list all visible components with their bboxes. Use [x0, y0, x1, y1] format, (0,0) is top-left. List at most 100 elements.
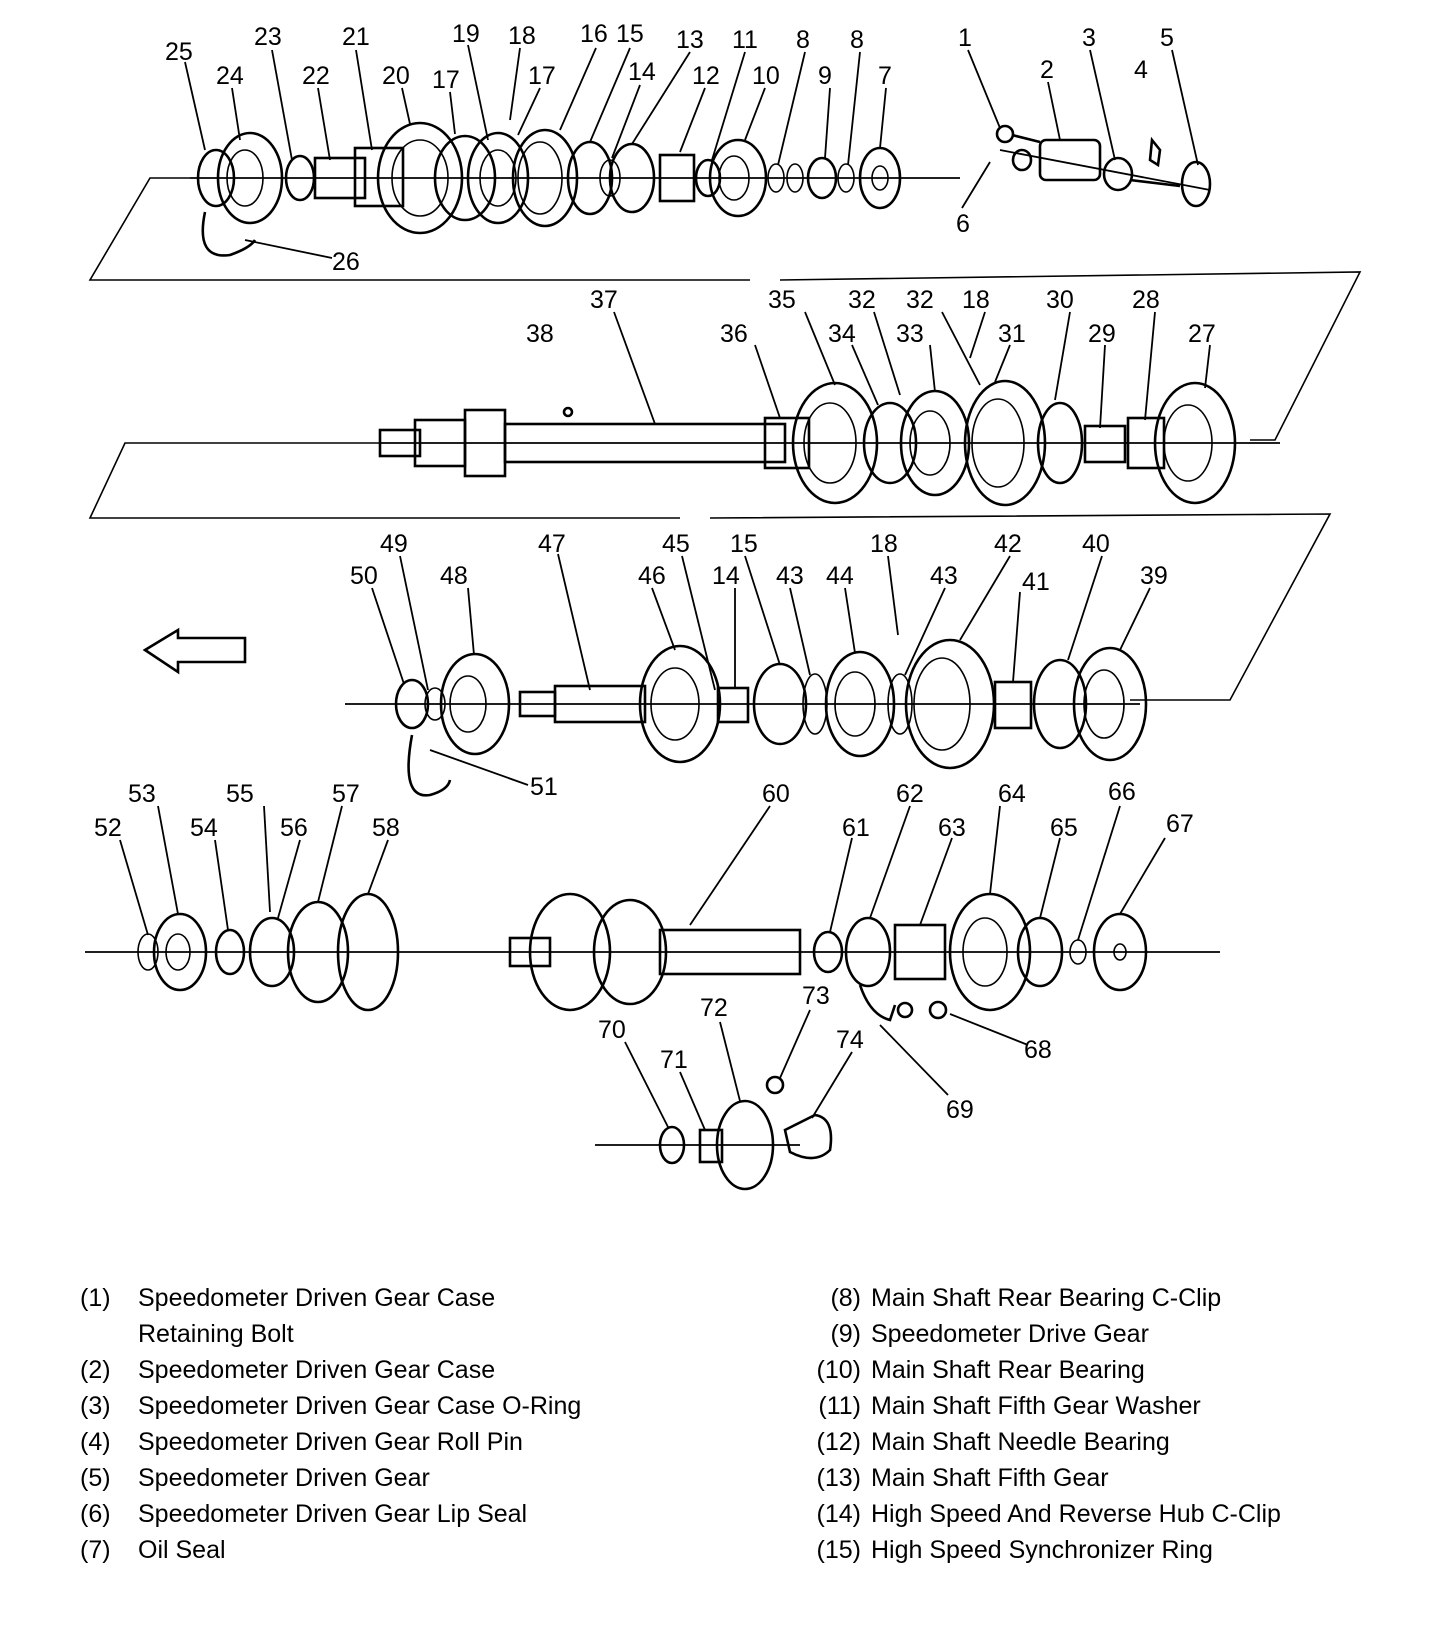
part-50: [394, 678, 430, 730]
legend-item: (7)Oil Seal: [80, 1532, 730, 1568]
legend-right-column: (8)Main Shaft Rear Bearing C-Clip (9)Spe…: [805, 1280, 1445, 1568]
legend-text: Main Shaft Fifth Gear Washer: [871, 1392, 1201, 1420]
part-70: [658, 1125, 686, 1165]
callout-56: 56: [280, 814, 308, 842]
part-8: [767, 163, 785, 193]
part-40: [1032, 658, 1088, 750]
callout-18c: 18: [870, 530, 898, 558]
part-46: [638, 644, 722, 764]
part-69: [858, 984, 897, 1022]
callout-55: 55: [226, 780, 254, 808]
callout-45: 45: [662, 530, 690, 558]
callout-37: 37: [590, 286, 618, 314]
callout-72: 72: [700, 994, 728, 1022]
part-14: [599, 159, 621, 197]
callout-27: 27: [1188, 320, 1216, 348]
legend-text: Speedometer Driven Gear Case O-Ring: [138, 1392, 582, 1420]
callout-24: 24: [216, 62, 244, 90]
callout-7: 7: [878, 62, 892, 90]
callout-36: 36: [720, 320, 748, 348]
callout-74: 74: [836, 1026, 864, 1054]
callout-1: 1: [958, 24, 972, 52]
legend-text: Main Shaft Rear Bearing: [871, 1356, 1145, 1384]
callout-18a: 18: [508, 22, 536, 50]
callout-26: 26: [332, 248, 360, 276]
callout-64: 64: [998, 780, 1026, 808]
part-2: [1038, 138, 1102, 182]
callout-23: 23: [254, 23, 282, 51]
part-3: [1102, 156, 1134, 192]
part-34: [862, 401, 918, 485]
part-16: [511, 128, 579, 228]
legend-item: (11)Main Shaft Fifth Gear Washer: [805, 1388, 1445, 1424]
part-19: [433, 134, 497, 222]
part-62: [844, 916, 892, 988]
callout-48: 48: [440, 562, 468, 590]
part-36: [763, 416, 811, 470]
front-direction-arrow: [142, 627, 247, 675]
part-12: [658, 153, 696, 203]
legend-number: (9): [830, 1320, 861, 1348]
callout-43b: 43: [930, 562, 958, 590]
legend-item: (8)Main Shaft Rear Bearing C-Clip: [805, 1280, 1445, 1316]
callout-18b: 18: [962, 286, 990, 314]
parts-legend: (1) Speedometer Driven Gear Case Retainin…: [0, 1280, 1456, 1610]
part-29: [1083, 424, 1127, 464]
part-27: [1153, 381, 1237, 505]
callout-69: 69: [946, 1096, 974, 1124]
part-45: [716, 686, 750, 724]
callout-57: 57: [332, 780, 360, 808]
row-5-parts: [595, 1075, 833, 1191]
part-56: [248, 916, 296, 988]
callout-30: 30: [1046, 286, 1074, 314]
legend-number: (7): [80, 1536, 111, 1564]
callout-60: 60: [762, 780, 790, 808]
legend-number: (1): [80, 1284, 111, 1312]
part-20: [376, 121, 464, 235]
legend-number: (15): [816, 1536, 861, 1564]
callout-42: 42: [994, 530, 1022, 558]
part-25: [196, 148, 236, 208]
callout-35: 35: [768, 286, 796, 314]
callout-58: 58: [372, 814, 400, 842]
callout-28: 28: [1132, 286, 1160, 314]
legend-number: (6): [80, 1500, 111, 1528]
part-41: [993, 680, 1033, 730]
callout-65: 65: [1050, 814, 1078, 842]
callout-29: 29: [1088, 320, 1116, 348]
legend-item: (2)Speedometer Driven Gear Case: [80, 1352, 730, 1388]
callout-19: 19: [452, 20, 480, 48]
callout-14a: 14: [628, 58, 656, 86]
callout-16: 16: [580, 20, 608, 48]
callout-15b: 15: [730, 530, 758, 558]
legend-text: High Speed Synchronizer Ring: [871, 1536, 1213, 1564]
callout-53: 53: [128, 780, 156, 808]
part-48: [439, 652, 511, 756]
callout-68: 68: [1024, 1036, 1052, 1064]
legend-text: Speedometer Driven Gear Case Retaining B…: [138, 1284, 496, 1348]
part-51: [407, 734, 452, 797]
callout-66: 66: [1108, 778, 1136, 806]
callout-50: 50: [350, 562, 378, 590]
legend-item: (12)Main Shaft Needle Bearing: [805, 1424, 1445, 1460]
callout-61: 61: [842, 814, 870, 842]
callout-40: 40: [1082, 530, 1110, 558]
part-4: [1148, 136, 1162, 168]
legend-text: Speedometer Driven Gear Lip Seal: [138, 1500, 528, 1528]
part-71: [698, 1128, 724, 1164]
legend-item: (5)Speedometer Driven Gear: [80, 1460, 730, 1496]
callout-17a: 17: [432, 66, 460, 94]
part-21: [353, 146, 405, 208]
part-74: [783, 1113, 833, 1160]
callout-33: 33: [896, 320, 924, 348]
callout-15a: 15: [616, 20, 644, 48]
legend-number: (12): [816, 1428, 861, 1456]
legend-text: High Speed And Reverse Hub C-Clip: [871, 1500, 1281, 1528]
leader-lines: [119, 44, 1211, 1131]
part-9: [806, 156, 838, 200]
legend-item: (14)High Speed And Reverse Hub C-Clip: [805, 1496, 1445, 1532]
legend-text: Main Shaft Rear Bearing C-Clip: [871, 1284, 1222, 1312]
callout-47: 47: [538, 530, 566, 558]
part-73: [765, 1075, 785, 1095]
part-72: [715, 1099, 775, 1191]
